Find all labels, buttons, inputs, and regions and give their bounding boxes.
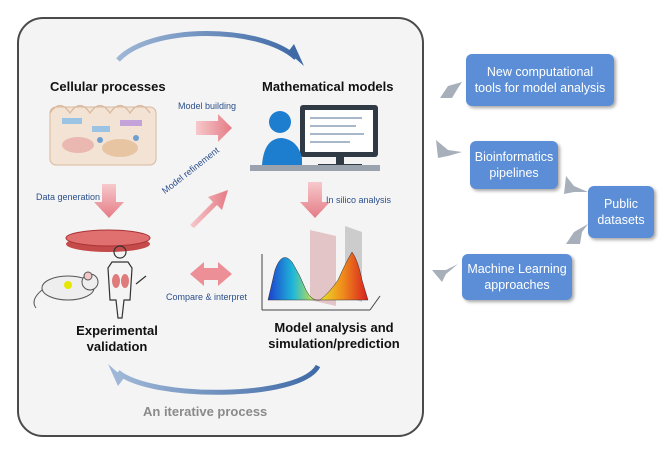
- public-datasets-line-2: datasets: [597, 213, 645, 227]
- node-cellular-processes: Cellular processes: [50, 79, 166, 94]
- cell-illustration-icon: [49, 104, 157, 166]
- node-mathematical-models: Mathematical models: [262, 79, 394, 94]
- public-datasets-line-1: Public: [603, 197, 639, 211]
- petri-dish-icon: [65, 229, 151, 252]
- data-generation-arrow: [94, 184, 124, 218]
- compare-arrow: [190, 262, 232, 286]
- edge-compare-interpret: Compare & interpret: [166, 292, 248, 302]
- new-tools-line-1: New computational: [486, 65, 594, 79]
- cycle-arrow-top-head: [288, 44, 304, 66]
- box-bioinformatics: Bioinformatics pipelines: [470, 141, 558, 189]
- iterative-process-label: An iterative process: [143, 404, 268, 419]
- mouse-icon: [33, 271, 99, 309]
- surface-plot-icon: [261, 226, 381, 311]
- public-to-bio-arrow: [564, 176, 588, 194]
- node-model-analysis: Model analysis and simulation/prediction: [264, 320, 404, 352]
- cycle-arrow-bottom-head: [108, 364, 124, 386]
- process-panel: [17, 17, 424, 437]
- box-new-tools: New computational tools for model analys…: [466, 54, 614, 106]
- cycle-arrow-top: [116, 31, 298, 62]
- ml-arrow: [432, 264, 458, 282]
- bioinformatics-line-1: Bioinformatics: [474, 150, 554, 164]
- experimental-line-2: validation: [86, 339, 148, 354]
- edge-model-building: Model building: [178, 101, 237, 111]
- machine-learning-line-2: approaches: [484, 278, 550, 292]
- new-tools-line-2: tools for model analysis: [474, 81, 606, 95]
- public-to-ml-arrow: [566, 224, 588, 244]
- machine-learning-line-1: Machine Learning: [467, 262, 567, 276]
- box-machine-learning: Machine Learning approaches: [462, 254, 572, 300]
- cycle-arrow-bottom: [116, 364, 321, 395]
- experimental-line-1: Experimental: [76, 323, 158, 338]
- computer-illustration-icon: [250, 105, 380, 171]
- human-outline-icon: [107, 245, 147, 319]
- new-tools-arrow: [440, 82, 462, 98]
- in-silico-arrow: [300, 182, 330, 218]
- bioinformatics-line-2: pipelines: [489, 166, 539, 180]
- edge-in-silico: In silico analysis: [326, 195, 392, 205]
- box-public-datasets: Public datasets: [588, 186, 654, 238]
- edge-data-generation: Data generation: [36, 192, 101, 202]
- model-refinement-arrow: [190, 190, 228, 228]
- bioinformatics-arrow: [436, 140, 462, 158]
- model-analysis-line-2: simulation/prediction: [268, 336, 400, 351]
- model-building-arrow: [196, 114, 232, 142]
- node-experimental-validation: Experimental validation: [67, 323, 167, 355]
- model-analysis-line-1: Model analysis and: [274, 320, 394, 335]
